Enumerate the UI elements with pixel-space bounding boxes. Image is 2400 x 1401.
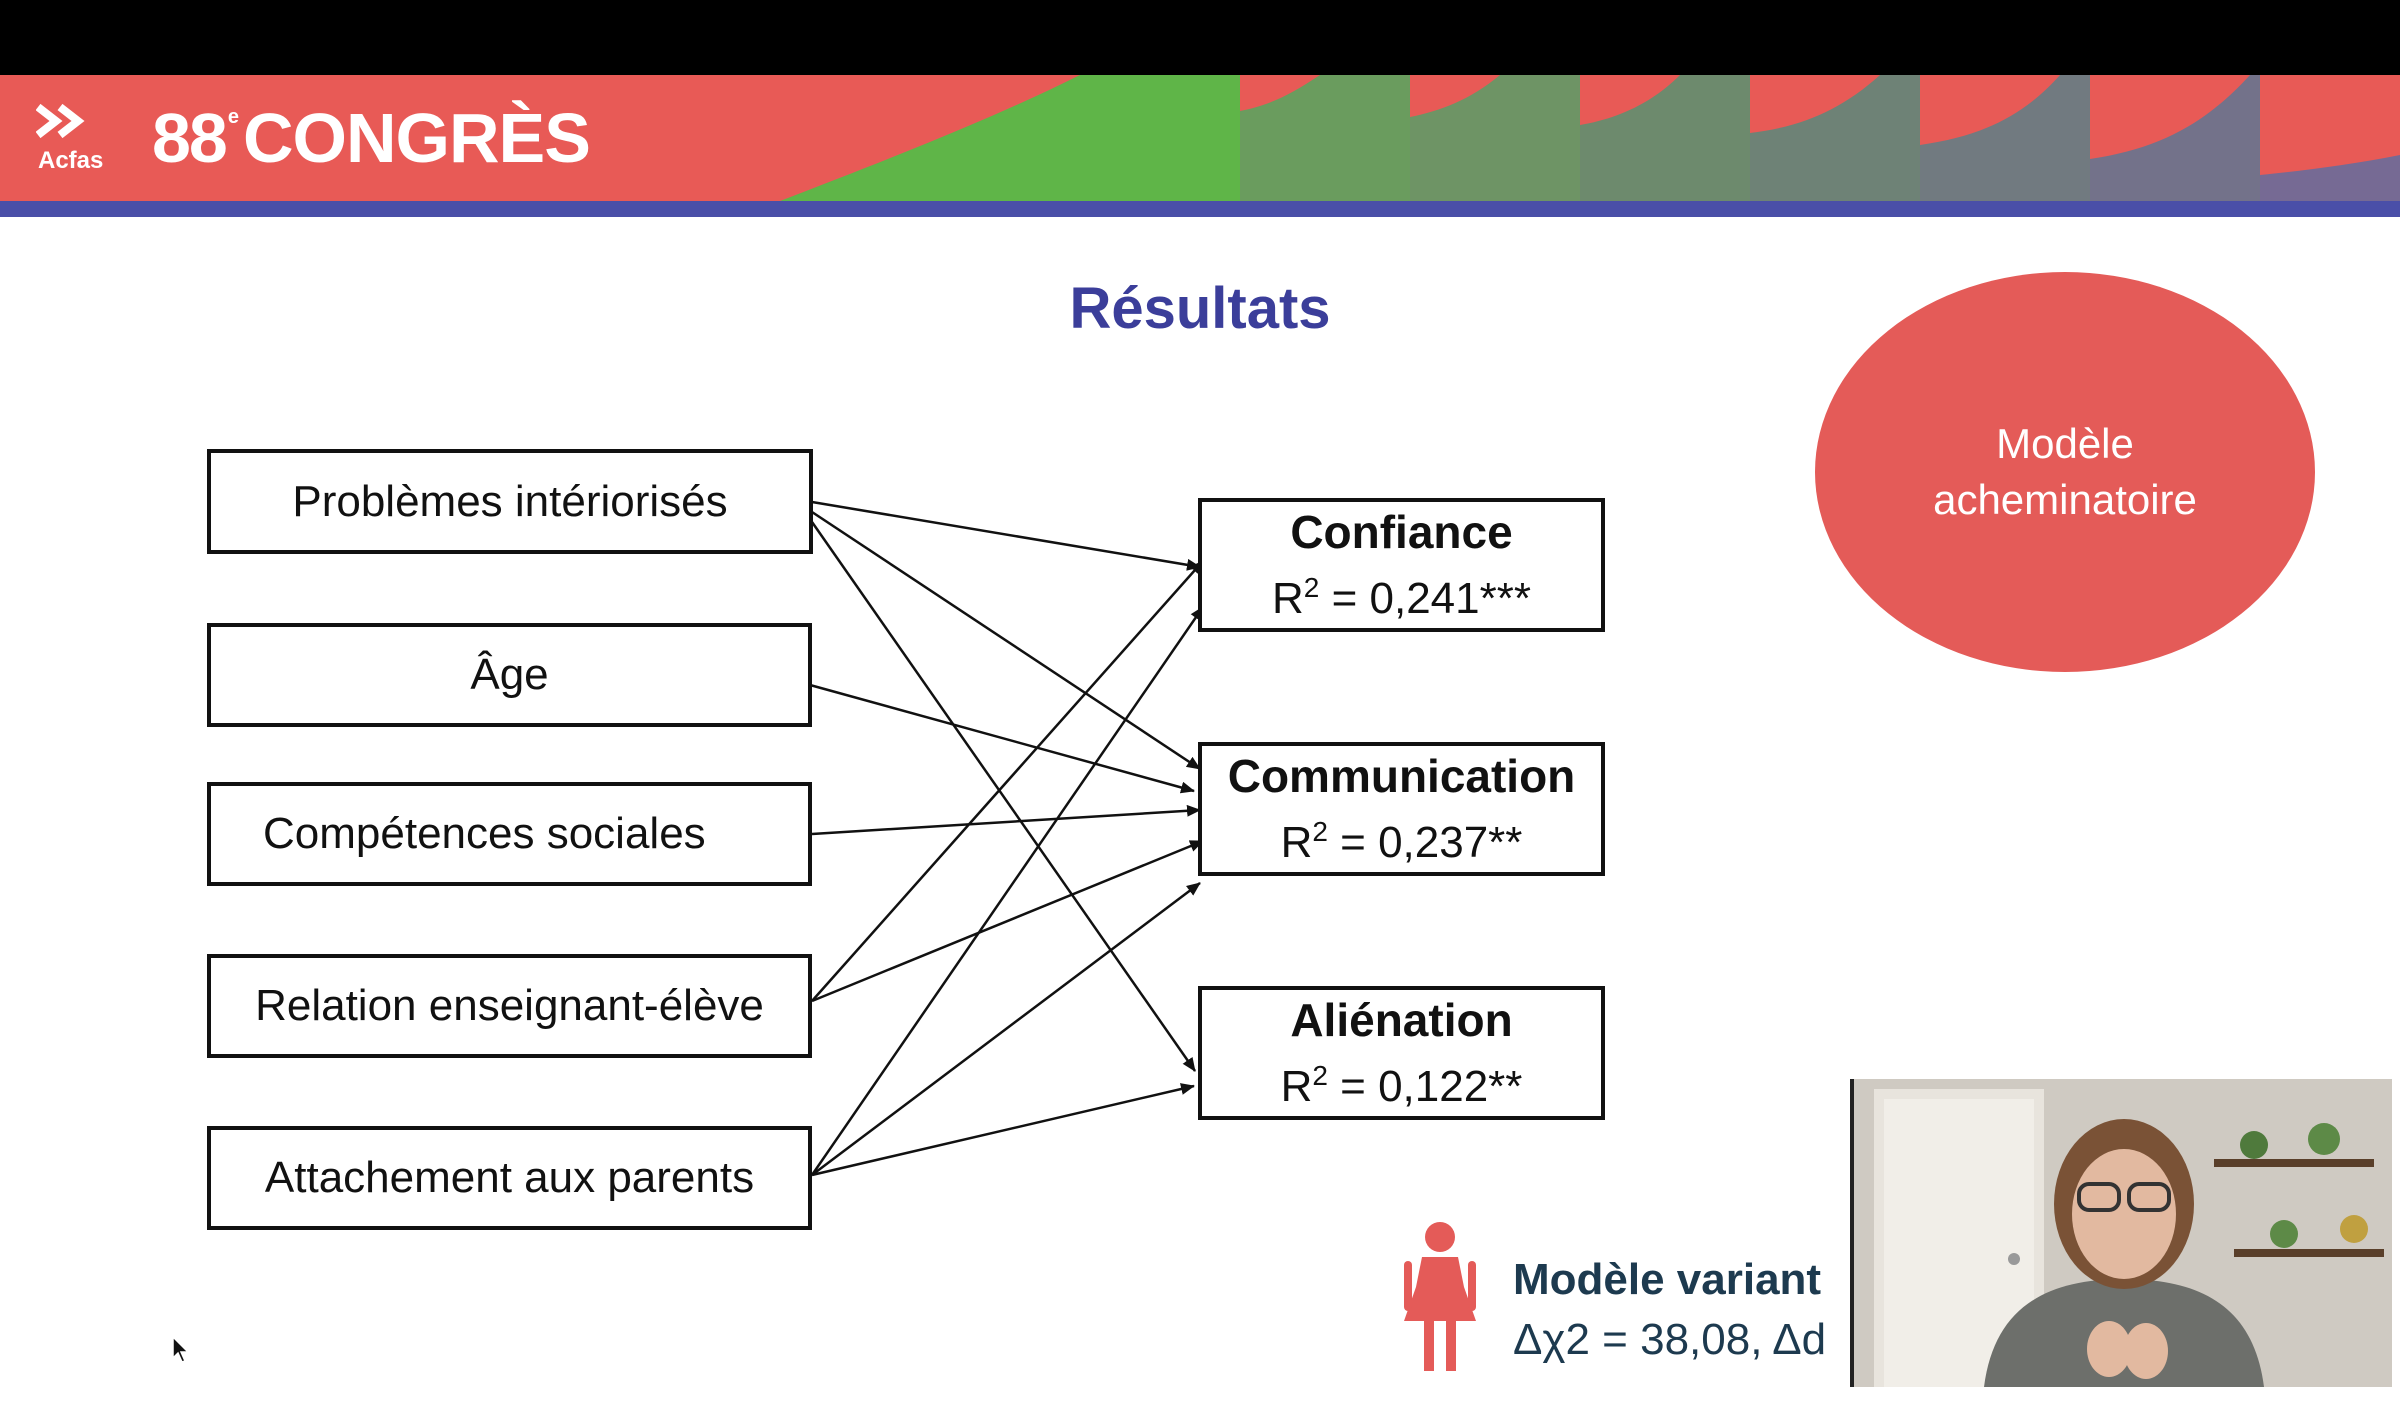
logo-congress-number: 88 xyxy=(152,99,228,177)
outcome-r2: R2 = 0,237** xyxy=(1280,815,1523,867)
logo-superscript: e xyxy=(227,106,239,128)
predictor-label: Relation enseignant-élève xyxy=(255,981,764,1030)
predictor-box-internalized-problems: Problèmes intériorisés xyxy=(207,449,813,554)
model-badge-line2: acheminatoire xyxy=(1933,476,2197,523)
outcome-r2: R2 = 0,241*** xyxy=(1272,571,1531,623)
path-arrow xyxy=(811,510,1201,771)
predictor-label: Compétences sociales xyxy=(263,809,706,858)
path-arrow xyxy=(811,500,1201,571)
slide-title: Résultats xyxy=(1069,276,1331,341)
logo-congress-word: CONGRÈS xyxy=(243,99,591,177)
congress-banner xyxy=(0,75,2400,201)
predictor-box-parent-attachment: Attachement aux parents xyxy=(207,1126,812,1230)
path-arrow xyxy=(811,839,1204,1003)
outcome-name: Aliénation xyxy=(1290,993,1513,1046)
outcome-name: Confiance xyxy=(1290,505,1513,558)
model-badge-line1: Modèle xyxy=(1996,420,2134,467)
variant-model-title: Modèle variant xyxy=(1513,1255,1822,1304)
predictor-label: Attachement aux parents xyxy=(264,1153,755,1202)
acfas-congress-logo: Acfas 88 e CONGRÈS xyxy=(36,99,591,177)
path-arrow xyxy=(811,882,1201,1176)
outcome-r2: R2 = 0,122** xyxy=(1280,1059,1523,1111)
path-arrow xyxy=(811,804,1201,836)
predictor-box-teacher-student-relation: Relation enseignant-élève xyxy=(207,954,812,1058)
predictor-label: Problèmes intériorisés xyxy=(292,476,728,526)
top-black-bar xyxy=(0,0,2400,75)
path-arrows xyxy=(809,500,1205,1177)
banner-stripe xyxy=(0,201,2400,217)
path-arrow xyxy=(809,683,1195,794)
outcome-box-alienation: Aliénation R2 = 0,122** xyxy=(1198,986,1605,1120)
predictor-box-age: Âge xyxy=(207,623,812,727)
acfas-arrows-icon: Acfas xyxy=(36,103,104,174)
path-arrow xyxy=(810,521,1197,1072)
outcome-box-confidence: Confiance R2 = 0,241*** xyxy=(1198,498,1605,632)
presenter-webcam-feed xyxy=(1850,1079,2392,1387)
logo-org-name: Acfas xyxy=(38,147,104,174)
female-person-icon xyxy=(1404,1222,1476,1371)
model-type-badge: Modèle acheminatoire xyxy=(1815,272,2315,672)
outcome-name: Communication xyxy=(1227,749,1576,802)
predictor-label: Âge xyxy=(470,650,549,699)
path-arrow xyxy=(810,606,1205,1176)
predictor-box-social-skills: Compétences sociales xyxy=(207,782,812,886)
mouse-pointer-icon xyxy=(172,1336,190,1363)
path-arrow xyxy=(811,560,1204,1002)
presentation-slide: Acfas 88 e CONGRÈS Résultats Problèmes i… xyxy=(0,75,2400,1401)
outcome-box-communication: Communication R2 = 0,237** xyxy=(1198,742,1605,876)
path-arrow xyxy=(811,1083,1195,1177)
variant-model-stats: Δχ2 = 38,08, Δd xyxy=(1513,1315,1827,1364)
